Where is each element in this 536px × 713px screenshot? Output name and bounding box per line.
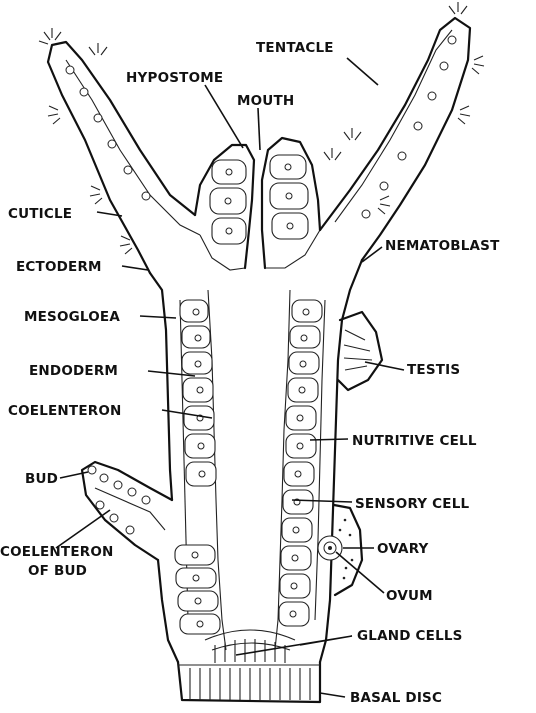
leader-ectoderm bbox=[122, 266, 148, 270]
label-hypostome: HYPOSTOME bbox=[126, 70, 223, 86]
label-ovary: OVARY bbox=[377, 541, 429, 557]
label-nematoblast: NEMATOBLAST bbox=[385, 238, 500, 254]
labels: TENTACLE HYPOSTOME MOUTH CUTICLE NEMATOB… bbox=[0, 40, 500, 706]
leader-tentacle bbox=[347, 58, 378, 85]
label-ectoderm: ECTODERM bbox=[16, 259, 102, 275]
leader-basal-disc bbox=[320, 693, 345, 697]
label-tentacle: TENTACLE bbox=[256, 40, 334, 56]
label-gland-cells: GLAND CELLS bbox=[357, 628, 463, 644]
testis-bulge bbox=[338, 312, 382, 390]
leader-testis bbox=[365, 362, 404, 370]
bud-cells bbox=[88, 466, 165, 534]
leader-nutritive-cell bbox=[310, 439, 348, 440]
leader-gland-cells bbox=[236, 636, 352, 655]
label-mouth: MOUTH bbox=[237, 93, 294, 109]
label-mesogloea: MESOGLOEA bbox=[24, 309, 120, 325]
endoderm-cells-right bbox=[279, 300, 322, 626]
label-coelenteron-of-bud-line2: OF BUD bbox=[28, 563, 87, 579]
label-sensory-cell: SENSORY CELL bbox=[355, 496, 470, 512]
label-testis: TESTIS bbox=[407, 362, 460, 378]
label-bud: BUD bbox=[25, 471, 58, 487]
label-coelenteron-of-bud-line1: COELENTERON bbox=[0, 544, 114, 560]
hypostome-cells bbox=[210, 155, 308, 244]
ovary-bulge bbox=[318, 505, 362, 595]
label-cuticle: CUTICLE bbox=[8, 206, 72, 222]
leader-mesogloea bbox=[140, 316, 176, 318]
leader-ovum bbox=[336, 552, 384, 593]
label-basal-disc: BASAL DISC bbox=[350, 690, 442, 706]
label-coelenteron: COELENTERON bbox=[8, 403, 122, 419]
label-ovum: OVUM bbox=[386, 588, 433, 604]
leader-coelenteron-of-bud bbox=[56, 510, 110, 548]
leader-mouth bbox=[258, 108, 260, 150]
label-endoderm: ENDODERM bbox=[29, 363, 118, 379]
label-nutritive-cell: NUTRITIVE CELL bbox=[352, 433, 477, 449]
